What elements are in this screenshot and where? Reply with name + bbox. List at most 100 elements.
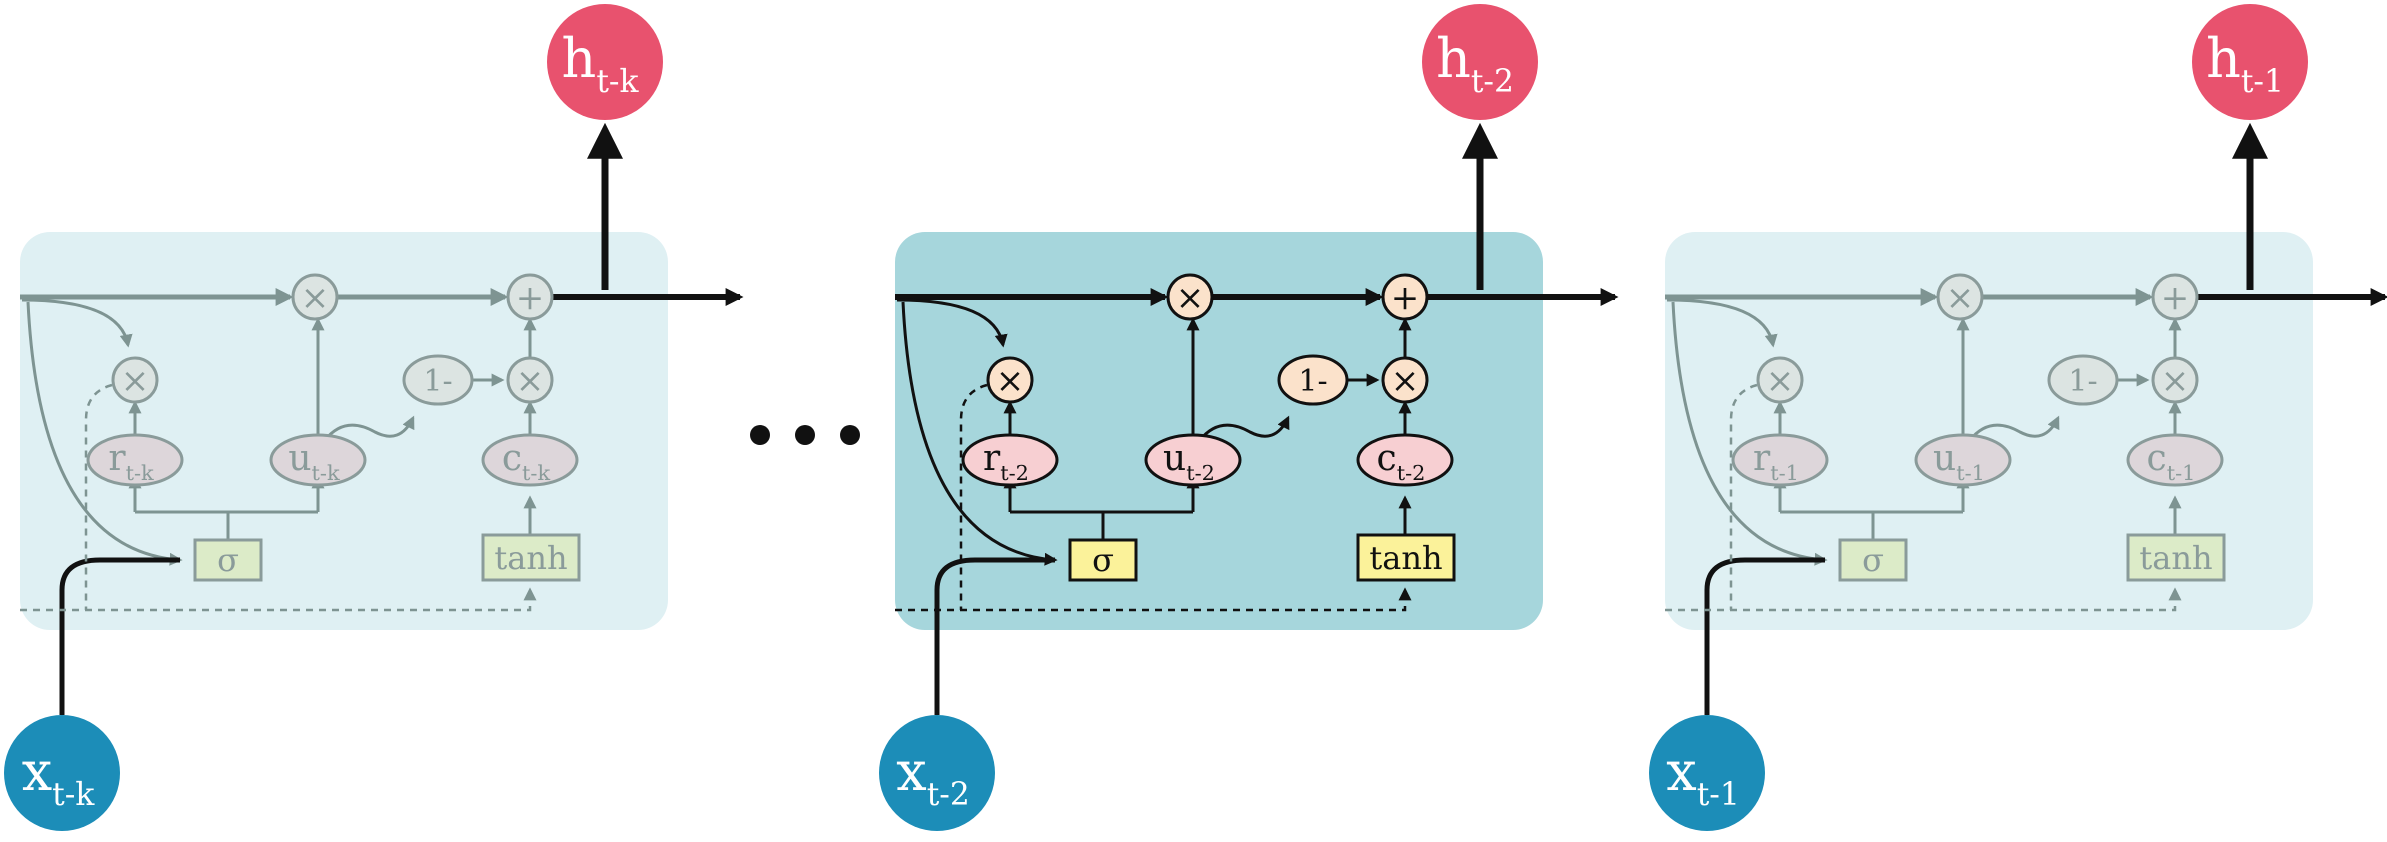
update-gate-label-base: u <box>1933 438 1956 479</box>
update-gate-label-sub: t-2 <box>1186 461 1215 485</box>
reset-gate-label-base: r <box>108 438 126 479</box>
input-label: xt-1 <box>1666 740 1740 813</box>
sigma-input-curve <box>26 301 183 566</box>
update-gate <box>1144 433 1242 487</box>
hidden-output-label-sub: t-k <box>596 64 639 100</box>
reset-gate-label-base: r <box>983 438 1001 479</box>
x-input-line <box>59 557 180 715</box>
input-node <box>879 715 995 831</box>
x-input-line <box>934 557 1055 715</box>
candidate-gate-label: ct-k <box>502 438 551 485</box>
input-label-sub: t-k <box>52 777 95 813</box>
reset-multiply-op <box>1756 356 1804 404</box>
candidate-multiply-op-label: × <box>2161 361 2190 401</box>
reset-gate <box>1731 433 1829 487</box>
ellipsis <box>750 425 860 445</box>
x-input-line <box>1704 557 1825 715</box>
hidden-output-label-base: h <box>2206 27 2241 90</box>
dashed-reset <box>959 383 988 610</box>
update-gate-label-sub: t-k <box>312 461 340 485</box>
reset-gate-label-sub: t-2 <box>1000 461 1029 485</box>
reset-gate-label: rt-2 <box>983 438 1029 485</box>
cell-box <box>1665 232 2313 630</box>
reset-gate-label-sub: t-1 <box>1770 461 1799 485</box>
update-gate-label-sub: t-1 <box>1956 461 1985 485</box>
cell-box <box>20 232 668 630</box>
candidate-gate-label-sub: t-k <box>522 461 550 485</box>
one-minus-op <box>402 354 474 406</box>
sigma-input-curve <box>901 301 1058 566</box>
one-minus-op-label: 1- <box>1298 364 1327 399</box>
top-multiply-op <box>291 273 339 321</box>
add-op-label: + <box>2161 278 2190 318</box>
candidate-gate <box>2126 433 2224 487</box>
tanh-box-label: tanh <box>1369 539 1442 577</box>
candidate-gate-label-base: c <box>502 438 522 479</box>
hidden-output-label-base: h <box>1436 27 1471 90</box>
top-multiply-op-label: × <box>301 278 330 318</box>
reset-gate-label: rt-1 <box>1753 438 1799 485</box>
dashed-reset <box>84 383 113 610</box>
top-multiply-op <box>1166 273 1214 321</box>
hidden-output-node <box>1422 4 1538 120</box>
one-minus-op <box>1277 354 1349 406</box>
reset-gate-label-sub: t-k <box>126 461 154 485</box>
reset-branch <box>1666 298 1778 348</box>
dashed-candidate <box>1665 587 2182 612</box>
tanh-box <box>2126 533 2226 582</box>
update-gate-label: ut-2 <box>1163 438 1215 485</box>
input-label-base: x <box>1666 740 1696 803</box>
candidate-multiply-op-label: × <box>1391 361 1420 401</box>
input-label-base: x <box>896 740 926 803</box>
candidate-multiply-op-label: × <box>516 361 545 401</box>
sigma-input-curve <box>1671 301 1828 566</box>
tanh-box-label: tanh <box>2139 539 2212 577</box>
dashed-reset <box>1729 383 1758 610</box>
one-minus-op-label: 1- <box>423 364 452 399</box>
hidden-output-node <box>547 4 663 120</box>
sigma-box <box>1068 538 1138 582</box>
candidate-gate-label-sub: t-1 <box>2167 461 2196 485</box>
input-label-base: x <box>22 740 52 803</box>
input-label: xt-2 <box>896 740 970 813</box>
update-gate-label: ut-k <box>288 438 340 485</box>
sigma-box-label: σ <box>1092 541 1114 579</box>
tanh-box <box>481 533 581 582</box>
dashed-candidate <box>20 587 537 612</box>
candidate-gate-label-base: c <box>1377 438 1397 479</box>
candidate-multiply-op <box>1381 356 1429 404</box>
reset-multiply-op <box>111 356 159 404</box>
add-op <box>2151 273 2199 321</box>
hidden-output-label-sub: t-1 <box>2241 64 2284 100</box>
candidate-gate-label-base: c <box>2147 438 2167 479</box>
cell-box <box>895 232 1543 630</box>
one-minus-op <box>2047 354 2119 406</box>
sigma-box-label: σ <box>217 541 239 579</box>
hidden-output-label: ht-1 <box>2206 27 2284 100</box>
ellipsis-dot <box>840 425 860 445</box>
add-op-label: + <box>516 278 545 318</box>
top-multiply-op-label: × <box>1946 278 1975 318</box>
candidate-gate <box>1356 433 1454 487</box>
reset-branch <box>896 298 1008 348</box>
reset-branch <box>21 298 133 348</box>
u-to-oneminus <box>323 415 415 441</box>
candidate-gate-label: ct-1 <box>2147 438 2196 485</box>
reset-gate <box>961 433 1059 487</box>
candidate-gate-label-sub: t-2 <box>1397 461 1426 485</box>
update-gate <box>1914 433 2012 487</box>
candidate-gate <box>481 433 579 487</box>
hidden-output-node <box>2192 4 2308 120</box>
u-to-oneminus <box>1198 415 1290 441</box>
add-op <box>506 273 554 321</box>
reset-gate <box>86 433 184 487</box>
tanh-box <box>1356 533 1456 582</box>
input-node <box>1649 715 1765 831</box>
hidden-output-label: ht-2 <box>1436 27 1514 100</box>
tanh-box-label: tanh <box>494 539 567 577</box>
candidate-gate-label: ct-2 <box>1377 438 1426 485</box>
dashed-candidate <box>895 587 1412 612</box>
update-gate <box>269 433 367 487</box>
